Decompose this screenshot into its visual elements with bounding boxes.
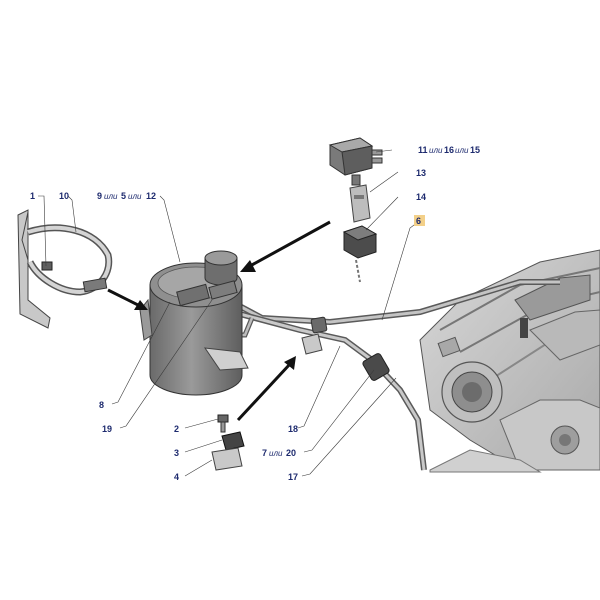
callout-4: 4 xyxy=(174,472,179,482)
intake-manifold xyxy=(419,249,600,473)
callout-sep-16-15: или xyxy=(455,146,469,155)
callout-sep-11-16: или xyxy=(429,146,443,155)
assembly-arrows xyxy=(107,220,331,422)
callout-16: 16 xyxy=(444,145,454,155)
callout-13: 13 xyxy=(416,168,426,178)
callout-labels: 1 10 9 или 5 или 12 11 или 16 или 15 13 … xyxy=(30,145,480,482)
callout-sep-7-20: или xyxy=(269,449,283,458)
charcoal-canister xyxy=(139,250,249,396)
leader-lines xyxy=(38,149,419,477)
callout-7: 7 xyxy=(262,448,267,458)
callout-6: 6 xyxy=(416,216,421,226)
callout-12: 12 xyxy=(146,191,156,201)
callout-20: 20 xyxy=(286,448,296,458)
callout-19: 19 xyxy=(102,424,112,434)
callout-11: 11 xyxy=(418,145,428,155)
callout-5: 5 xyxy=(121,191,126,201)
purge-solenoid xyxy=(328,137,383,186)
callout-2: 2 xyxy=(174,424,179,434)
callout-10: 10 xyxy=(59,191,69,201)
callout-1: 1 xyxy=(30,191,35,201)
callout-14: 14 xyxy=(416,192,426,202)
callout-sep-9-5: или xyxy=(104,192,118,201)
bracket-18 xyxy=(301,333,323,355)
callout-9: 9 xyxy=(97,191,102,201)
callout-6-highlight xyxy=(414,215,425,226)
callout-15: 15 xyxy=(470,145,480,155)
clamp-3 xyxy=(221,431,245,451)
vapor-lines xyxy=(195,279,560,471)
rubber-block-14 xyxy=(342,225,378,283)
callout-18: 18 xyxy=(288,424,298,434)
mounting-strap xyxy=(17,209,113,329)
callout-3: 3 xyxy=(174,448,179,458)
bracket-4 xyxy=(211,447,243,471)
bracket-13 xyxy=(349,184,371,223)
bolt-2 xyxy=(217,414,229,433)
callout-sep-5-12: или xyxy=(128,192,142,201)
callout-8: 8 xyxy=(99,400,104,410)
callout-17: 17 xyxy=(288,472,298,482)
